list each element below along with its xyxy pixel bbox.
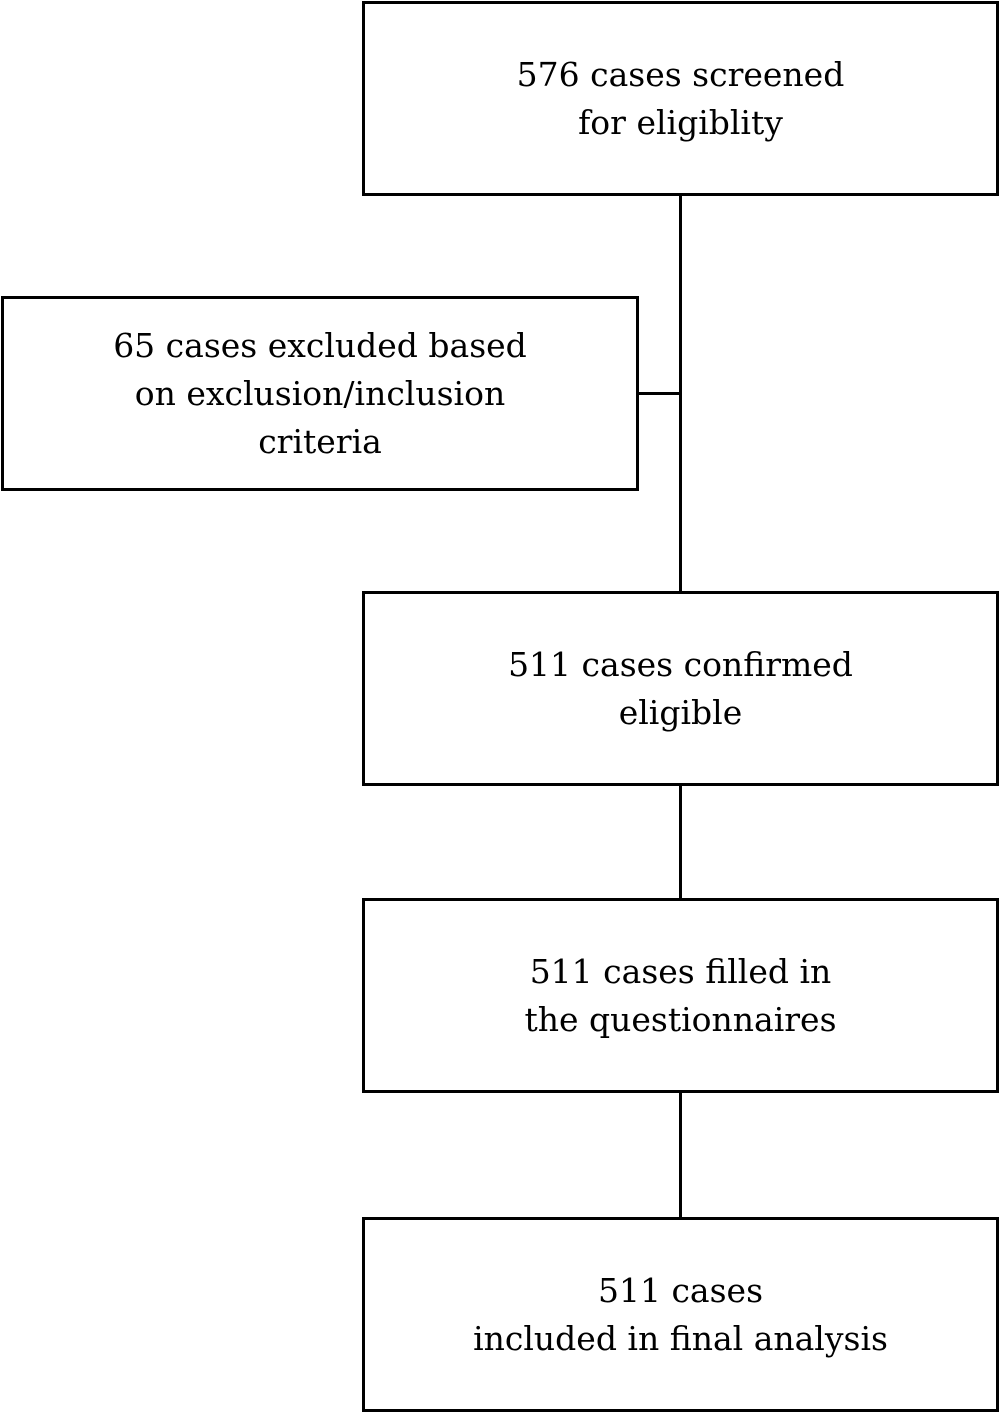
connector-filled-to-analysis xyxy=(679,1090,682,1220)
screened-box: 576 cases screened for eligiblity xyxy=(362,1,999,196)
analysis-line-2: included in final analysis xyxy=(473,1318,888,1358)
confirmed-line-1: 511 cases confirmed xyxy=(508,644,853,684)
analysis-text: 511 cases included in final analysis xyxy=(473,1267,888,1363)
excluded-box: 65 cases excluded based on exclusion/inc… xyxy=(1,296,639,491)
analysis-box: 511 cases included in final analysis xyxy=(362,1217,999,1412)
excluded-text: 65 cases excluded based on exclusion/inc… xyxy=(113,322,527,466)
confirmed-line-2: eligible xyxy=(618,692,743,732)
confirmed-text: 511 cases confirmed eligible xyxy=(508,641,853,737)
filled-box: 511 cases filled in the questionnaires xyxy=(362,898,999,1093)
excluded-line-2: on exclusion/inclusion xyxy=(134,373,506,413)
screened-line-2: for eligiblity xyxy=(578,102,783,142)
filled-line-2: the questionnaires xyxy=(524,999,837,1039)
analysis-line-1: 511 cases xyxy=(597,1270,764,1310)
confirmed-box: 511 cases confirmed eligible xyxy=(362,591,999,786)
excluded-line-3: criteria xyxy=(258,421,382,461)
connector-to-excluded xyxy=(636,392,682,395)
excluded-line-1: 65 cases excluded based xyxy=(113,325,527,365)
screened-text: 576 cases screened for eligiblity xyxy=(517,51,845,147)
connector-confirmed-to-filled xyxy=(679,783,682,900)
filled-line-1: 511 cases filled in xyxy=(529,951,832,991)
filled-text: 511 cases filled in the questionnaires xyxy=(524,948,836,1044)
screened-line-1: 576 cases screened xyxy=(516,54,845,94)
